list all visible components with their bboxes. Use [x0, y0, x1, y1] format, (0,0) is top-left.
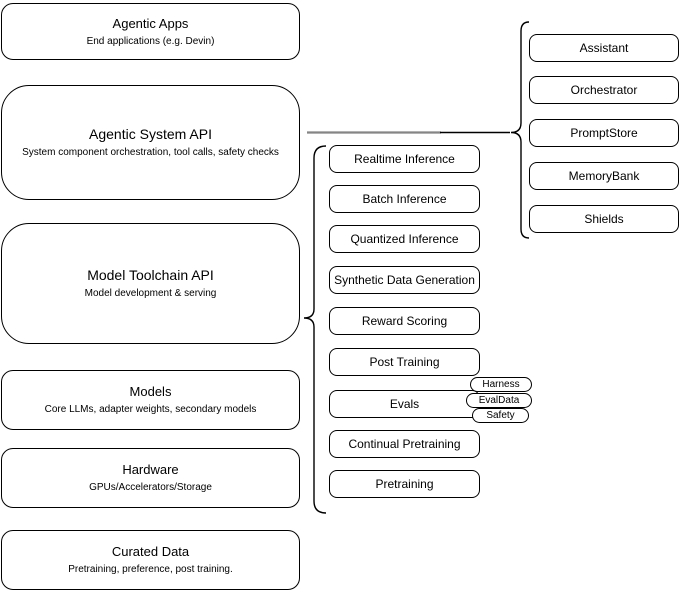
component-node-promptstore: PromptStore	[529, 119, 679, 147]
layer-subtitle: Pretraining, preference, post training.	[68, 564, 233, 575]
toolchain-node-synthetic-data-generation: Synthetic Data Generation	[329, 266, 480, 294]
layer-models: Models Core LLMs, adapter weights, secon…	[1, 370, 300, 430]
layer-model-toolchain-api: Model Toolchain API Model development & …	[1, 223, 300, 344]
layer-subtitle: Model development & serving	[84, 288, 217, 299]
toolchain-node-quantized-inference: Quantized Inference	[329, 225, 480, 253]
layer-agentic-system-api: Agentic System API System component orch…	[1, 85, 300, 200]
layer-title: Agentic Apps	[112, 15, 189, 31]
eval-tag-safety: Safety	[472, 408, 529, 423]
component-node-shields: Shields	[529, 205, 679, 233]
layer-title: Models	[129, 384, 172, 399]
toolchain-node-batch-inference: Batch Inference	[329, 185, 480, 213]
layer-agentic-apps: Agentic Apps End applications (e.g. Devi…	[1, 3, 300, 60]
toolchain-node-pretraining: Pretraining	[329, 470, 480, 498]
eval-tag-harness: Harness	[470, 377, 532, 392]
layer-subtitle: End applications (e.g. Devin)	[86, 35, 215, 47]
layer-curated-data: Curated Data Pretraining, preference, po…	[1, 530, 300, 590]
toolchain-node-reward-scoring: Reward Scoring	[329, 307, 480, 335]
layer-subtitle: System component orchestration, tool cal…	[22, 147, 279, 158]
layer-subtitle: GPUs/Accelerators/Storage	[89, 482, 212, 493]
layer-title: Curated Data	[111, 544, 190, 559]
component-node-orchestrator: Orchestrator	[529, 76, 679, 104]
layer-hardware: Hardware GPUs/Accelerators/Storage	[1, 448, 300, 508]
component-node-memorybank: MemoryBank	[529, 162, 679, 190]
toolchain-brace	[303, 145, 327, 514]
component-node-assistant: Assistant	[529, 34, 679, 62]
components-bracket	[510, 21, 530, 239]
eval-tag-evaldata: EvalData	[466, 393, 532, 408]
layer-title: Model Toolchain API	[87, 267, 214, 283]
toolchain-node-post-training: Post Training	[329, 348, 480, 376]
toolchain-node-evals: Evals	[329, 390, 480, 418]
toolchain-node-realtime-inference: Realtime Inference	[329, 145, 480, 173]
layer-subtitle: Core LLMs, adapter weights, secondary mo…	[44, 404, 257, 415]
layer-title: Agentic System API	[89, 126, 212, 142]
toolchain-node-continual-pretraining: Continual Pretraining	[329, 430, 480, 458]
layer-title: Hardware	[122, 462, 179, 477]
